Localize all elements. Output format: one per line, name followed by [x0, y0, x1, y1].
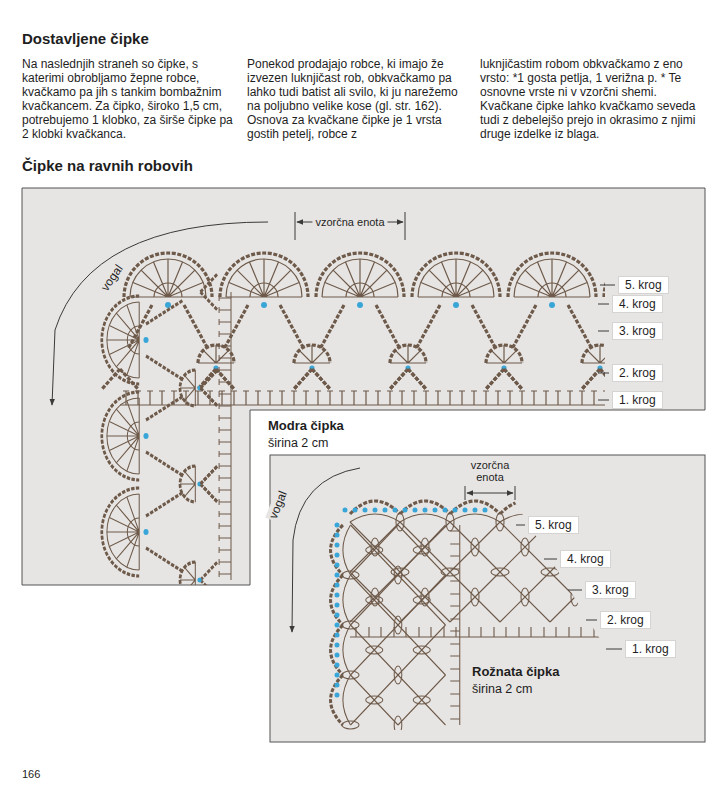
round-label: 5. krog	[618, 276, 669, 294]
lace-use	[486, 253, 618, 405]
lace-path	[337, 510, 490, 705]
lace-use	[294, 253, 426, 405]
round-label: 1. krog	[625, 640, 676, 658]
page-title: Dostavljene čipke	[22, 30, 149, 48]
round-label: 4. krog	[612, 295, 663, 313]
round-label: 4. krog	[560, 550, 611, 568]
round-label: 3. krog	[612, 322, 663, 340]
lace-use	[102, 370, 231, 502]
lace-use	[390, 253, 522, 405]
lace-name: Rožnata čipka	[472, 664, 559, 680]
dimension-line	[295, 212, 515, 500]
panel	[270, 455, 705, 742]
lace-path	[52, 222, 268, 405]
lace-path	[467, 493, 513, 494]
lace-width: širina 2 cm	[268, 436, 328, 451]
corner-arrow	[52, 222, 360, 632]
lace-name: Modra čipka	[268, 418, 344, 434]
intro-text: luknjičastim robom obkvačkamo z eno vrst…	[480, 57, 702, 141]
page-number: 166	[22, 768, 40, 781]
dimension-label: vzorčna enota	[462, 459, 518, 483]
lace-path	[295, 212, 405, 240]
intro-text: Ponekod prodajajo robce, ki imajo že izv…	[247, 57, 465, 141]
lace-use	[331, 675, 460, 734]
round-label: 5. krog	[528, 516, 579, 534]
round-label: 3. krog	[585, 581, 636, 599]
corner-label: vogal	[97, 260, 128, 295]
blue-lace	[102, 253, 714, 598]
round-label: 2. krog	[600, 611, 651, 629]
round-label: 2. krog	[612, 364, 663, 382]
lace-path	[465, 486, 515, 500]
lace-path	[292, 468, 360, 632]
lace-use	[600, 501, 659, 637]
dimension-label: vzorčna enota	[312, 216, 387, 228]
lace-width: širina 2 cm	[472, 682, 532, 697]
lace-use	[582, 253, 714, 405]
lace-use	[102, 466, 231, 598]
round-label: 1. krog	[612, 391, 663, 409]
lace-use	[102, 274, 231, 406]
pink-lace	[331, 501, 659, 734]
section-heading: Čipke na ravnih robovih	[22, 157, 193, 175]
intro-text: Na naslednjih straneh so čipke, s kateri…	[22, 57, 234, 141]
lace-use	[198, 253, 330, 405]
corner-label: vogal	[265, 487, 291, 523]
